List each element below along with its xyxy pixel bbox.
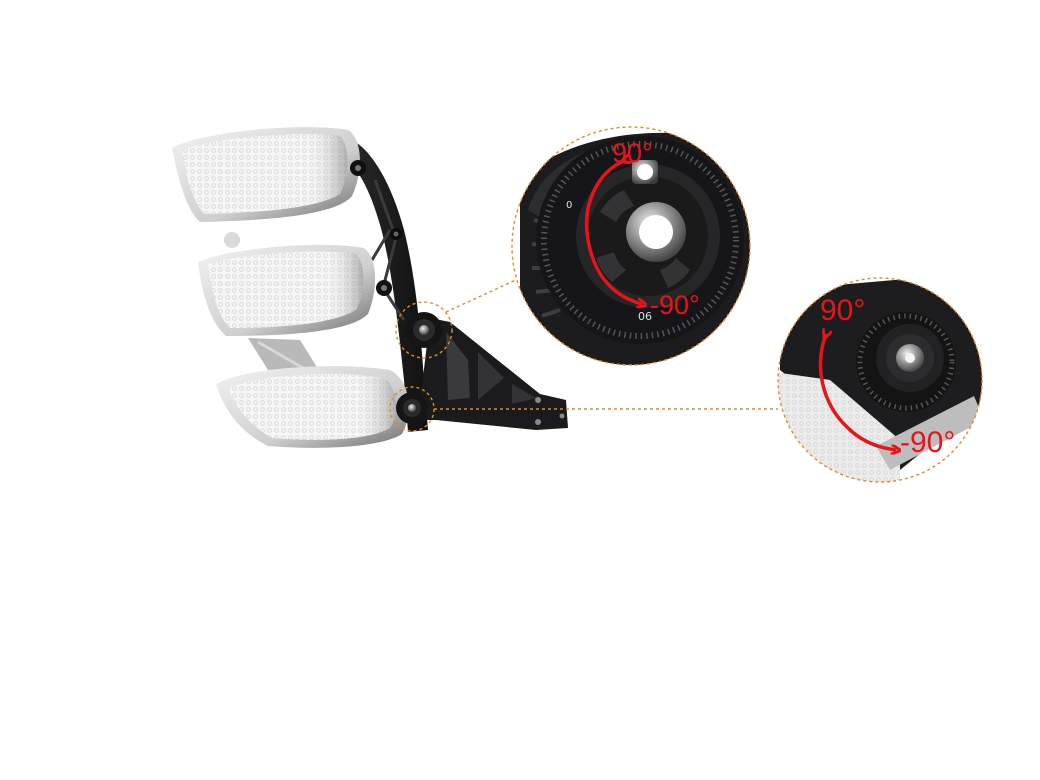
angle-label-positive-right: 90° <box>820 294 865 327</box>
angle-label-negative-right: -90° <box>900 426 955 459</box>
callout-right-zoom: 90° -90° <box>777 277 983 483</box>
scale-label-ninety: 90 <box>638 309 652 322</box>
rotation-arrow-top <box>584 160 642 304</box>
angle-label-positive: 90° <box>612 138 653 168</box>
led-panel-bottom <box>216 366 409 448</box>
mounting-bracket <box>418 318 568 430</box>
led-panel-middle <box>198 232 392 336</box>
floodlight-fixture <box>172 127 568 448</box>
vertical-arm <box>346 140 428 432</box>
pivot-joint-lower <box>396 392 428 424</box>
led-panel-top <box>172 127 366 222</box>
pivot-joint-upper <box>406 312 442 348</box>
callout-marker-upper <box>395 301 453 359</box>
leader-line-top <box>445 277 521 313</box>
angle-label-negative: -90° <box>650 290 700 320</box>
scale-label-zero: 0 <box>566 200 572 211</box>
rotation-arrow-right <box>818 334 896 450</box>
callout-top-zoom: 0 90 90° -90° <box>511 126 751 366</box>
